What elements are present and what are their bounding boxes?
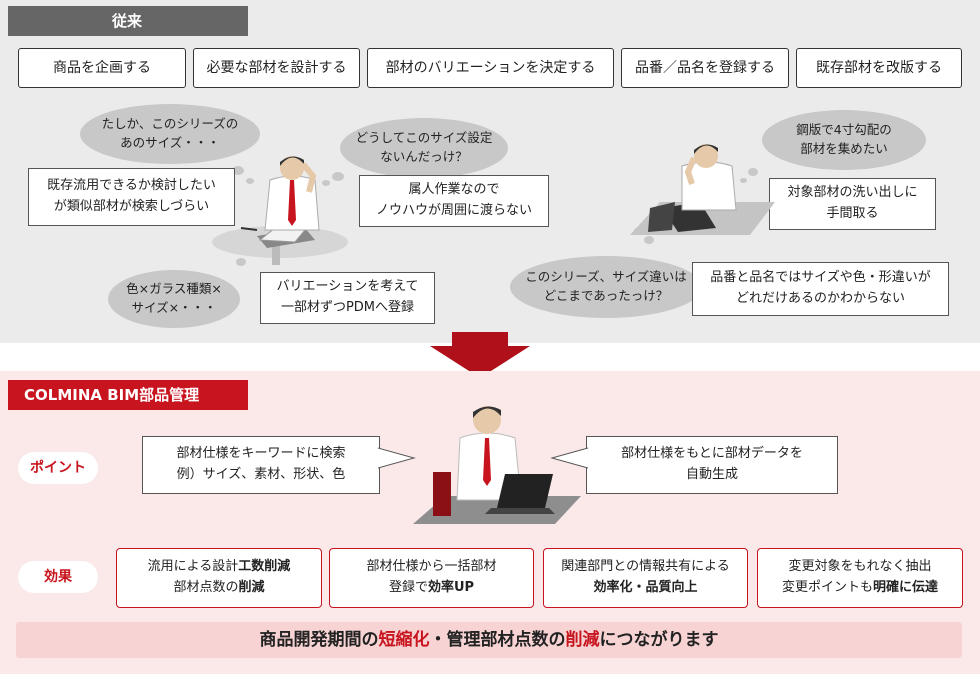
step-plan-product: 商品を企画する — [18, 48, 186, 88]
effect-emphasis: 効率UP — [427, 580, 475, 595]
point-bubble-generate: 部材仕様をもとに部材データを自動生成 — [586, 436, 838, 494]
bubble-text: 自動生成 — [685, 467, 738, 482]
cloud-text: サイズ×・・・ — [131, 300, 217, 315]
problem-text: どれだけあるのかわからない — [735, 291, 905, 306]
cloud-text: 部材を集めたい — [800, 141, 888, 156]
problem-text: 対象部材の洗い出しに — [787, 185, 918, 201]
thought-cloud-5: このシリーズ、サイズ違いはどこまであったっけ？ — [510, 256, 702, 318]
step-design-parts: 必要な部材を設計する — [193, 48, 360, 88]
effect-text: 関連部門との情報共有による — [561, 559, 730, 575]
summary-text: につながります — [599, 630, 719, 650]
cloud-text: ないんだっけ？ — [380, 149, 468, 164]
point-label: ポイント — [18, 452, 98, 484]
summary-text: ・管理部材点数の — [429, 630, 566, 650]
effect-box-changes: 変更対象をもれなく抽出 変更ポイントも明確に伝達 — [757, 548, 963, 608]
cloud-text: あのサイズ・・・ — [120, 135, 220, 150]
problem-text: バリエーションを考えて — [276, 279, 419, 295]
conventional-label: 従来 — [8, 6, 248, 36]
effect-text: 部材点数の — [173, 580, 239, 595]
summary-banner: 商品開発期間の短縮化・管理部材点数の削減につながります — [16, 622, 962, 658]
effect-emphasis: 効率化・品質向上 — [593, 580, 698, 595]
effect-text: 登録で — [388, 580, 428, 595]
thought-cloud-2: どうしてこのサイズ設定ないんだっけ？ — [340, 118, 508, 178]
worried-worker-left-illustration — [212, 156, 348, 265]
effect-emphasis: 工数削減 — [238, 559, 291, 575]
summary-highlight: 削減 — [565, 630, 600, 650]
thought-dot — [740, 178, 747, 183]
thought-dot — [644, 236, 654, 244]
effect-box-registration: 部材仕様から一括部材 登録で効率UP — [329, 548, 534, 608]
effect-label: 効果 — [18, 561, 98, 593]
summary-text: 商品開発期間の — [259, 630, 379, 650]
point-bubble-search: 部材仕様をキーワードに検索例）サイズ、素材、形状、色 — [142, 436, 380, 494]
problem-box-pdm: バリエーションを考えて一部材ずつPDMへ登録 — [260, 272, 435, 324]
bubble-tail — [550, 447, 588, 469]
bubble-tail — [378, 447, 416, 469]
effect-box-design: 流用による設計工数削減 部材点数の削減 — [116, 548, 322, 608]
problem-box-variants: 品番と品名ではサイズや色・形違いがどれだけあるのかわからない — [692, 262, 949, 316]
thought-dot — [322, 180, 330, 186]
down-arrow-icon — [430, 332, 530, 378]
cloud-text: どうしてこのサイズ設定 — [355, 130, 493, 146]
cloud-text: どこまであったっけ？ — [543, 288, 669, 303]
thought-dot — [748, 168, 758, 176]
solution-worker-illustration — [413, 406, 581, 524]
thought-dot — [332, 172, 344, 181]
step-decide-variations: 部材のバリエーションを決定する — [367, 48, 614, 88]
thought-dot — [232, 166, 244, 175]
problem-box-search: 既存流用できるか検討したいが類似部材が検索しづらい — [28, 168, 235, 226]
problem-text: 一部材ずつPDMへ登録 — [280, 300, 415, 315]
problem-box-knowhow: 属人作業なのでノウハウが周囲に渡らない — [359, 175, 549, 227]
problem-text: 手間取る — [826, 206, 879, 221]
problem-text: 品番と品名ではサイズや色・形違いが — [710, 270, 931, 286]
thought-cloud-4: 鋼版で4寸勾配の部材を集めたい — [762, 110, 926, 170]
bubble-text: 例）サイズ、素材、形状、色 — [176, 467, 346, 482]
thought-cloud-1: たしか、このシリーズのあのサイズ・・・ — [80, 104, 260, 164]
cloud-text: たしか、このシリーズの — [101, 116, 239, 132]
cloud-text: 鋼版で4寸勾配の — [796, 122, 892, 138]
effect-emphasis: 削減 — [238, 580, 265, 595]
worried-worker-right-illustration — [630, 144, 775, 235]
effect-box-sharing: 関連部門との情報共有による 効率化・品質向上 — [543, 548, 748, 608]
cloud-text: 色×ガラス種類× — [126, 281, 222, 297]
summary-highlight: 短縮化 — [378, 630, 430, 650]
effect-text: 変更ポイントも — [781, 580, 873, 595]
bubble-text: 部材仕様をキーワードに検索 — [176, 446, 346, 462]
step-register-part-number: 品番／品名を登録する — [621, 48, 789, 88]
problem-text: 属人作業なので — [408, 182, 500, 198]
step-revise-parts: 既存部材を改版する — [796, 48, 962, 88]
bubble-text: 部材仕様をもとに部材データを — [621, 446, 803, 462]
solution-label: COLMINA BIM部品管理 — [8, 380, 248, 410]
cloud-text: このシリーズ、サイズ違いは — [525, 269, 687, 285]
effect-text: 部材仕様から一括部材 — [366, 559, 497, 575]
problem-box-identify: 対象部材の洗い出しに手間取る — [769, 178, 936, 230]
thought-dot — [236, 258, 246, 266]
effect-text: 変更対象をもれなく抽出 — [788, 559, 932, 575]
problem-text: ノウハウが周囲に渡らない — [375, 203, 532, 218]
thought-cloud-3: 色×ガラス種類× サイズ×・・・ — [108, 270, 240, 328]
effect-emphasis: 明確に伝達 — [873, 580, 939, 595]
problem-text: が類似部材が検索しづらい — [53, 199, 210, 214]
problem-text: 既存流用できるか検討したい — [47, 178, 216, 194]
thought-dot — [246, 178, 254, 184]
effect-text: 流用による設計 — [147, 559, 239, 575]
